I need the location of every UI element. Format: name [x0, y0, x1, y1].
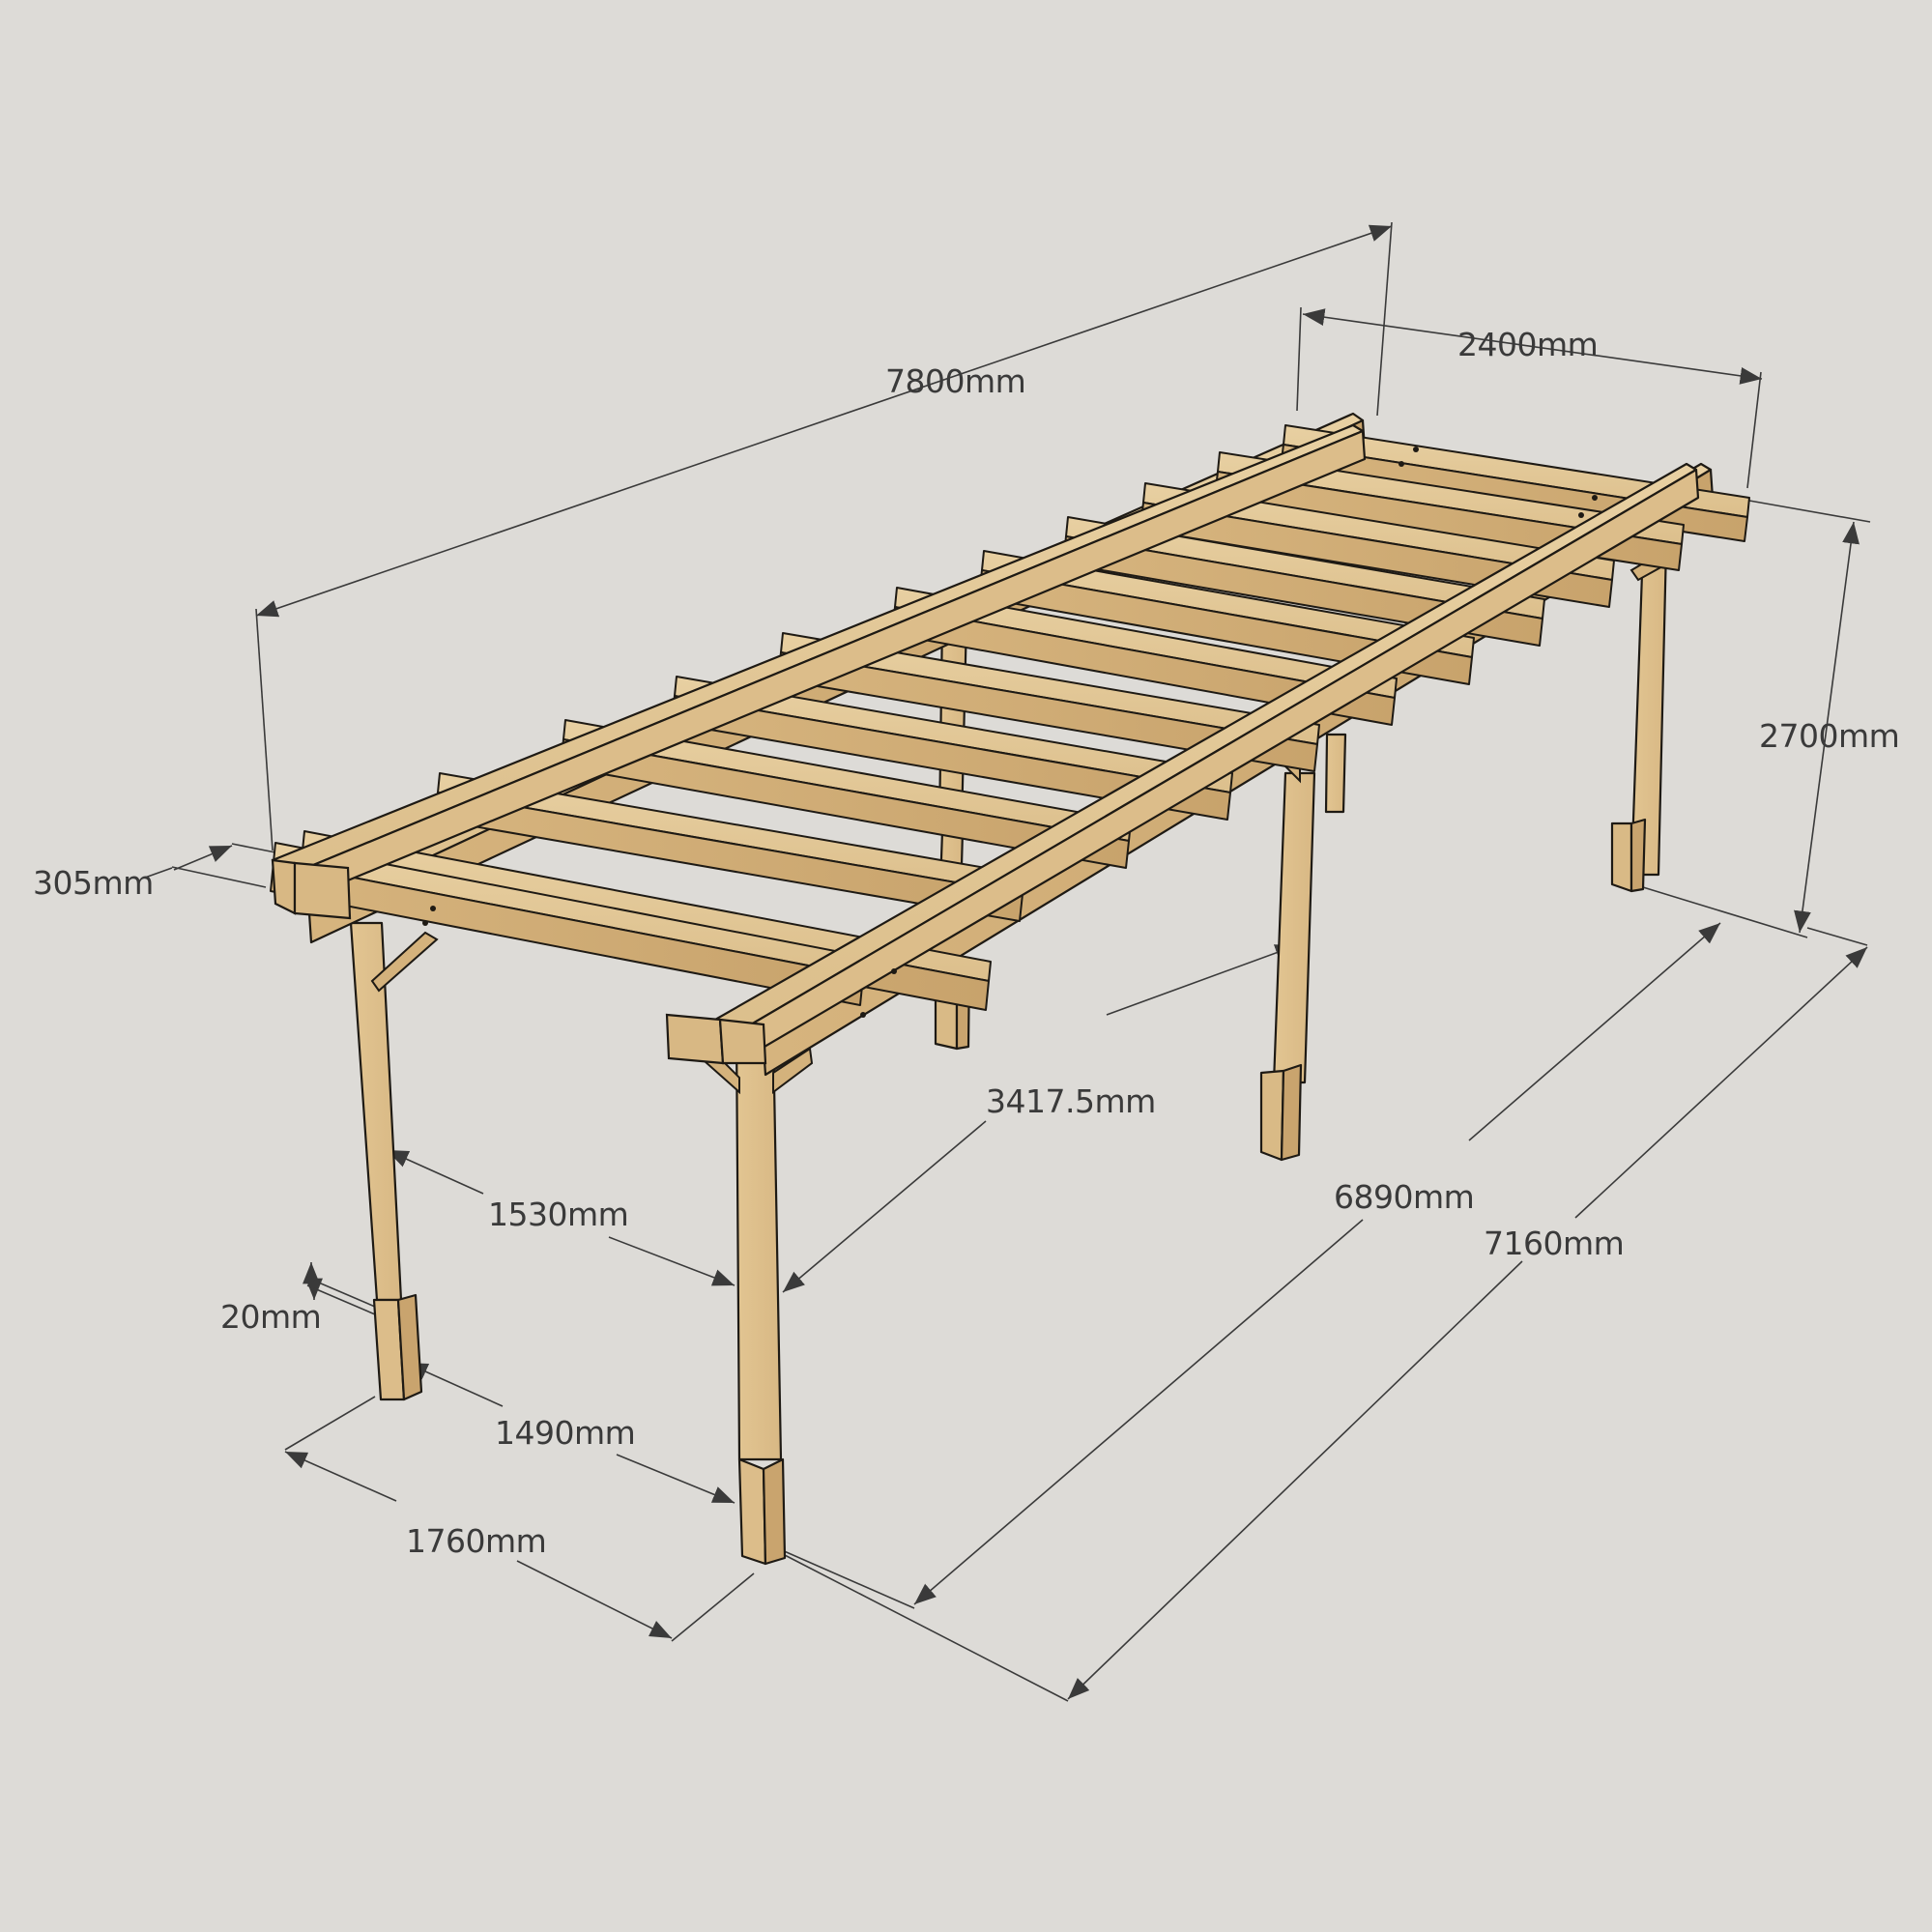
dimension-label-base-gap: 20mm [220, 1298, 322, 1336]
post-front-center [735, 1027, 783, 1461]
bolt-holes [422, 447, 1598, 1018]
dimension-label-post-outer-inner: 1490mm [495, 1414, 636, 1452]
beam-ends [271, 858, 767, 1065]
dimension-label-overall-width: 2400mm [1457, 326, 1599, 363]
rafter-8 [671, 676, 1233, 821]
dimension-label-post-run-inner: 6890mm [1334, 1178, 1475, 1216]
dimension-lines [144, 221, 1871, 1702]
rafter-7 [777, 632, 1320, 772]
dimension-label-post-outer-width: 1760mm [406, 1522, 547, 1560]
dimension-label-overall-length: 7800mm [885, 362, 1026, 400]
dimension-label-post-spacing-length: 3417.5mm [986, 1082, 1156, 1120]
post-mid-right [1272, 771, 1316, 1084]
dimension-label-post-inner-width: 1530mm [488, 1196, 629, 1233]
dimension-label-overhang: 305mm [33, 864, 154, 902]
rafter-9 [560, 719, 1132, 869]
dimension-label-height: 2700mm [1759, 717, 1900, 755]
dimension-label-post-run-outer: 7160mm [1484, 1225, 1625, 1262]
top-long-beams [271, 423, 1700, 1065]
